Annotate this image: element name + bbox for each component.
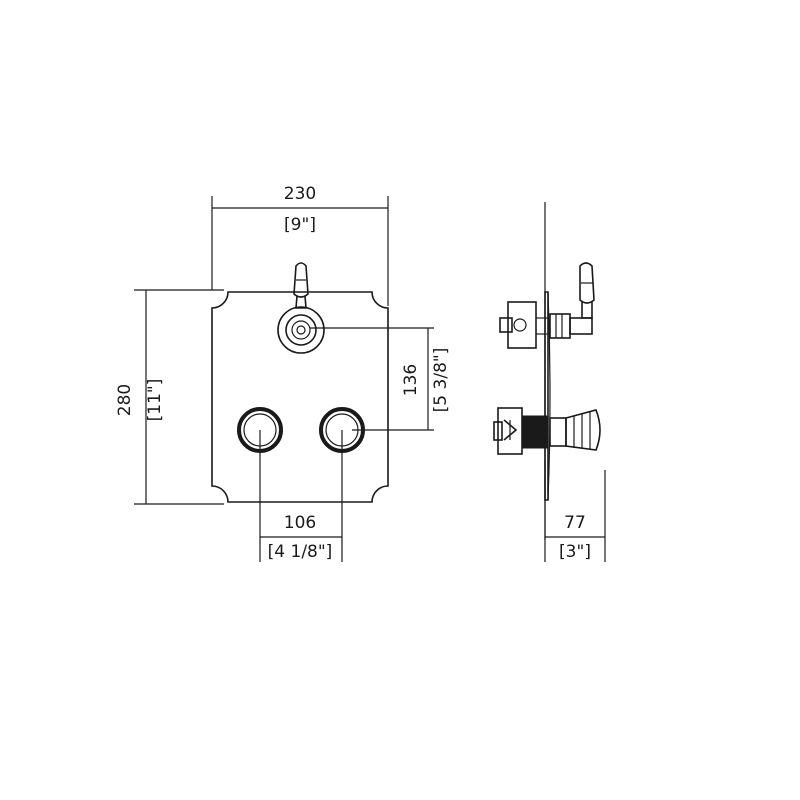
offset-mm-label: 136 <box>401 364 421 396</box>
diverter-rosette <box>277 306 325 354</box>
lever-handle <box>293 262 309 309</box>
width-mm-label: 230 <box>284 184 316 204</box>
lower-knob <box>549 409 601 451</box>
lower-valve-core <box>521 415 549 449</box>
upper-spindle-lever <box>549 262 595 339</box>
offset-dimension: 136 [5 3/8"] <box>310 327 451 431</box>
depth-in-label: [3"] <box>559 542 591 562</box>
lower-valve-body <box>493 407 549 455</box>
width-dimension: 230 [9"] <box>211 184 389 306</box>
spacing-in-label: [4 1/8"] <box>268 542 333 562</box>
offset-in-label: [5 3/8"] <box>431 348 451 413</box>
depth-mm-label: 77 <box>564 513 586 533</box>
spacing-mm-label: 106 <box>284 513 316 533</box>
upper-valve-body <box>499 301 548 349</box>
front-view: 230 [9"] 280 [11"] 136 [5 3/8"] 106 [4 1… <box>115 184 451 562</box>
height-dimension: 280 [11"] <box>115 289 224 505</box>
spacing-dimension: 106 [4 1/8"] <box>259 430 343 562</box>
width-in-label: [9"] <box>284 215 316 235</box>
side-view: 77 [3"] <box>493 202 606 562</box>
height-mm-label: 280 <box>115 384 135 416</box>
depth-dimension: 77 [3"] <box>544 460 606 562</box>
trim-plate <box>211 291 389 503</box>
height-in-label: [11"] <box>145 379 165 422</box>
